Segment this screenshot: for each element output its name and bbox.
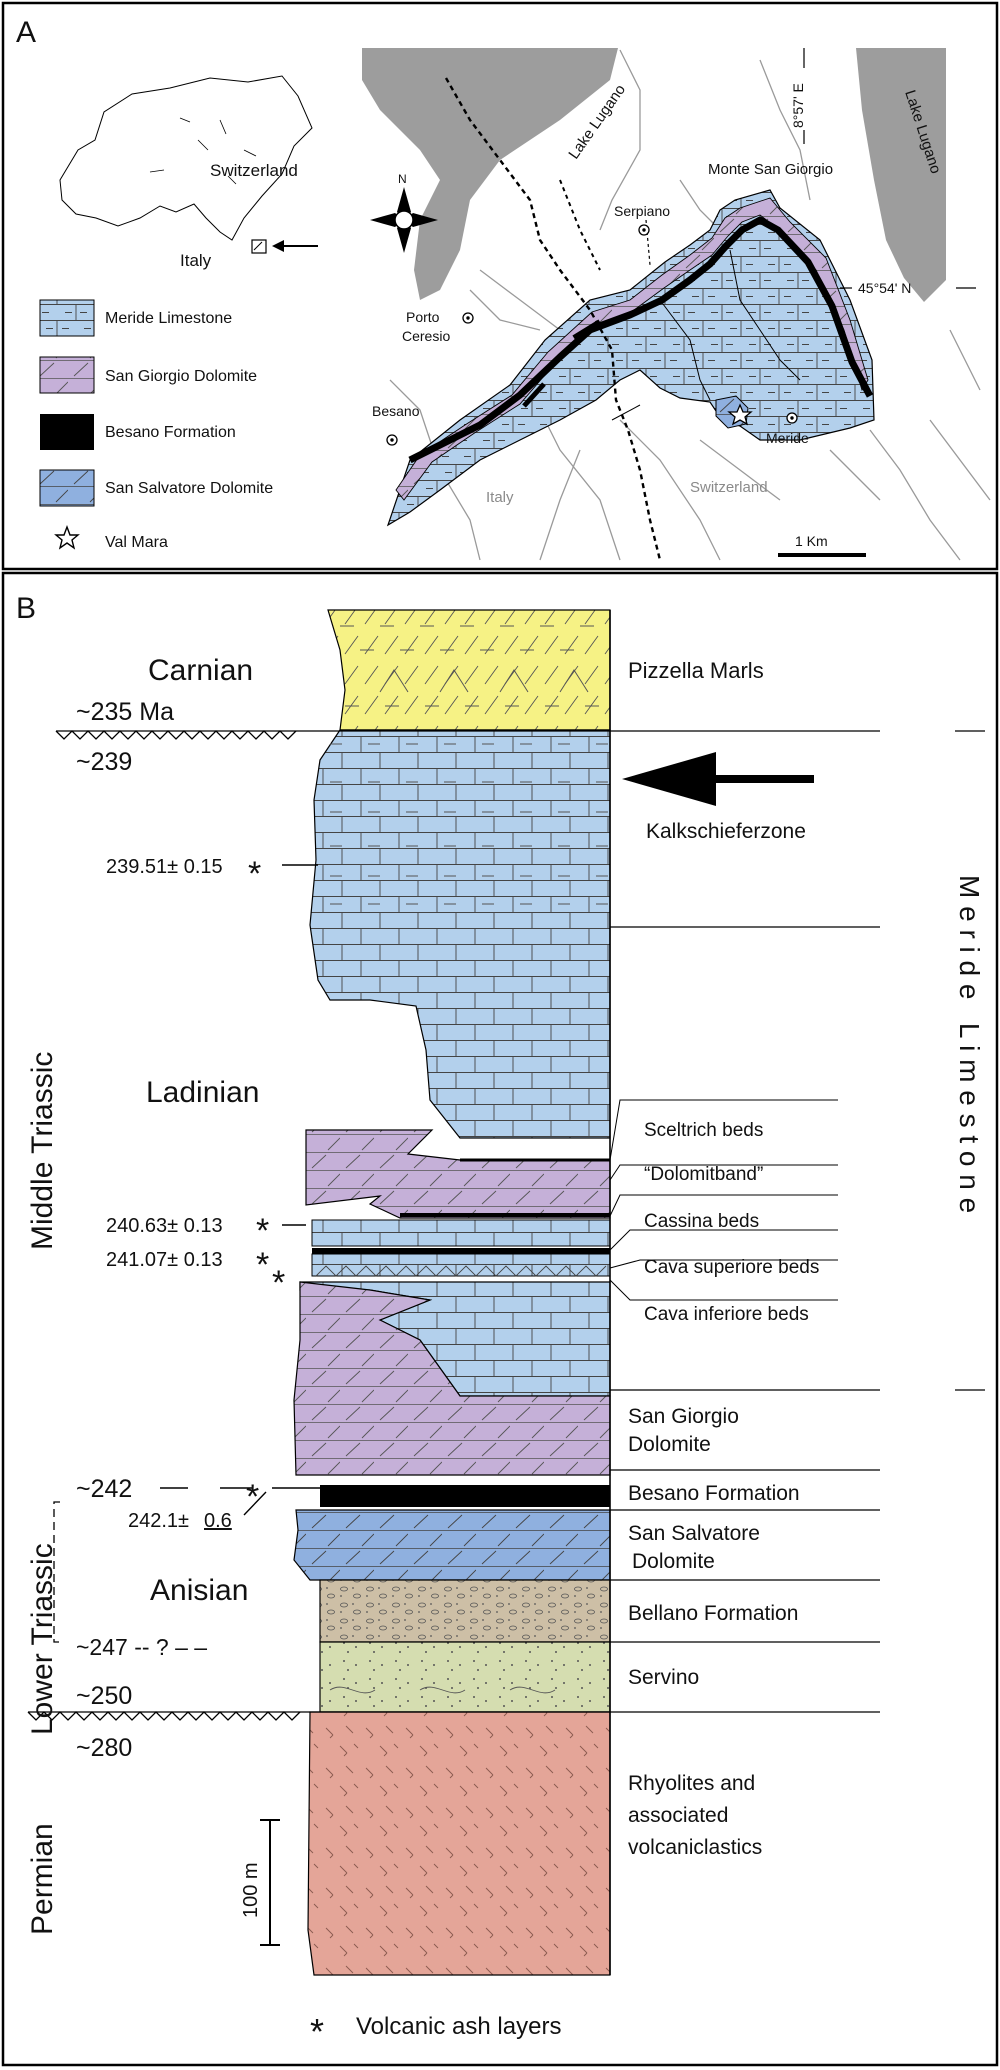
date-242-1-error: 0.6: [204, 1510, 232, 1532]
unit-san-salvatore-2: Dolomite: [632, 1550, 715, 1573]
place-serpiano: Serpiano: [614, 203, 670, 219]
place-ceresio: Ceresio: [402, 328, 450, 344]
place-porto: Porto: [406, 309, 440, 325]
layer-pizzella-marls: [327, 609, 611, 731]
map-label-switzerland: Switzerland: [690, 479, 768, 496]
country-label-switzerland: Switzerland: [210, 161, 298, 180]
legend-swatch-sangiorgio: [39, 356, 95, 394]
switzerland-outline-map: [59, 75, 313, 254]
thickness-scale-label: 100 m: [240, 1862, 262, 1918]
layer-rhyolites: [307, 1711, 611, 1976]
panel-b-frame: [1, 571, 999, 2067]
unit-cassina-beds: Cassina beds: [644, 1211, 759, 1232]
unit-cava-superiore-beds: Cava superiore beds: [644, 1257, 819, 1278]
series-middle-triassic: Middle Triassic: [26, 1052, 59, 1250]
kalkschieferzone-arrow-icon: [622, 752, 814, 806]
panel-a-label: A: [16, 16, 36, 49]
panel-b-label: B: [16, 592, 36, 625]
layer-meride-limestone: [309, 729, 611, 1139]
longitude-label: 8°57' E: [790, 83, 806, 128]
footnote-text: Volcanic ash layers: [356, 2013, 561, 2040]
age-235: ~235 Ma: [76, 698, 174, 726]
unit-san-salvatore-1: San Salvatore: [628, 1522, 760, 1545]
legend-swatch-sansalvatore: [39, 469, 95, 507]
date-242-1: 242.1±: [128, 1510, 189, 1532]
age-247: ~247 -- ? – –: [76, 1634, 207, 1660]
stage-anisian: Anisian: [150, 1574, 248, 1607]
legend-label-meride: Meride Limestone: [105, 310, 232, 327]
system-permian: Permian: [26, 1823, 59, 1935]
unit-dolomitband: “Dolomitband”: [644, 1164, 763, 1185]
north-arrow-icon: [370, 187, 438, 253]
place-besano: Besano: [372, 403, 420, 419]
date-240-63: 240.63± 0.13: [106, 1215, 223, 1237]
panel-a-frame: [1, 1, 999, 571]
stratigraphic-column: [293, 609, 611, 1976]
legend-label-besano: Besano Formation: [105, 424, 236, 441]
date-239-51: 239.51± 0.15: [106, 856, 223, 878]
stage-ladinian: Ladinian: [146, 1076, 259, 1109]
layer-san-giorgio-dolomite: [293, 1281, 611, 1476]
ash-marker-4: *: [272, 1264, 285, 1302]
date-241-07: 241.07± 0.13: [106, 1249, 223, 1271]
legend-swatch-meride: [39, 299, 95, 337]
layer-servino: [319, 1641, 611, 1713]
ash-marker-2: *: [256, 1212, 269, 1250]
stage-carnian: Carnian: [148, 654, 253, 687]
place-monte-san-giorgio: Monte San Giorgio: [708, 161, 833, 178]
besano-formation-band: [408, 216, 874, 464]
val-mara-star-icon: [54, 525, 80, 550]
map-scale-label: 1 Km: [795, 533, 828, 549]
layer-bellano-formation: [319, 1579, 611, 1643]
legend-label-sangiorgio: San Giorgio Dolomite: [105, 368, 257, 385]
unit-san-giorgio-1: San Giorgio: [628, 1405, 739, 1428]
unit-san-giorgio-2: Dolomite: [628, 1433, 711, 1456]
unit-servino: Servino: [628, 1666, 699, 1689]
age-250: ~250: [76, 1682, 132, 1710]
legend-label-valmara: Val Mara: [105, 534, 168, 551]
unit-besano-formation: Besano Formation: [628, 1482, 800, 1505]
north-label: N: [398, 172, 407, 186]
legend-swatch-besano: [40, 414, 94, 450]
geologic-map: Lake Lugano Lake Lugano N: [362, 48, 991, 561]
unit-rhyolites-3: volcaniclastics: [628, 1836, 762, 1859]
unconformity-upper: [55, 730, 297, 740]
meride-limestone-outcrop: [386, 189, 875, 527]
unit-pizzella-marls: Pizzella Marls: [628, 658, 764, 683]
ash-marker-1: *: [248, 855, 261, 893]
unit-rhyolites-1: Rhyolites and: [628, 1772, 755, 1795]
val-mara-map-star-icon: [727, 403, 753, 426]
age-280: ~280: [76, 1734, 132, 1762]
unit-bellano-formation: Bellano Formation: [628, 1602, 798, 1625]
map-scale-bar: [778, 553, 866, 557]
latitude-label: 45°54' N: [858, 280, 911, 296]
unit-rhyolites-2: associated: [628, 1804, 728, 1827]
layer-besano-formation: [320, 1485, 610, 1507]
unit-sceltrich-beds: Sceltrich beds: [644, 1120, 763, 1141]
unconformity-lower: [27, 1711, 301, 1721]
thickness-scale-bar: [260, 1819, 280, 1946]
lake-lugano-east: [856, 48, 946, 302]
meride-limestone-vertical-label: M e r i d e L i m e s t o n e: [954, 875, 985, 1213]
unit-kalkschieferzone: Kalkschieferzone: [646, 820, 806, 843]
map-label-italy: Italy: [486, 489, 514, 506]
place-meride: Meride: [766, 430, 809, 446]
age-239: ~239: [76, 748, 132, 776]
lake-lugano-west: [362, 48, 618, 300]
national-border: [444, 77, 662, 561]
layer-san-salvatore-dolomite: [293, 1509, 611, 1581]
legend: Meride Limestone San Giorgio Dolomite Be…: [39, 299, 273, 551]
legend-label-sansalvatore: San Salvatore Dolomite: [105, 480, 273, 497]
study-area-box: [251, 239, 267, 254]
age-242: ~242: [76, 1475, 132, 1503]
footnote-star-icon: *: [310, 2011, 324, 2052]
country-label-italy: Italy: [180, 251, 212, 270]
location-arrow: [272, 240, 318, 252]
ash-marker-3: *: [256, 1246, 269, 1284]
unit-cava-inferiore-beds: Cava inferiore beds: [644, 1304, 809, 1325]
ash-marker-5: *: [246, 1478, 259, 1516]
